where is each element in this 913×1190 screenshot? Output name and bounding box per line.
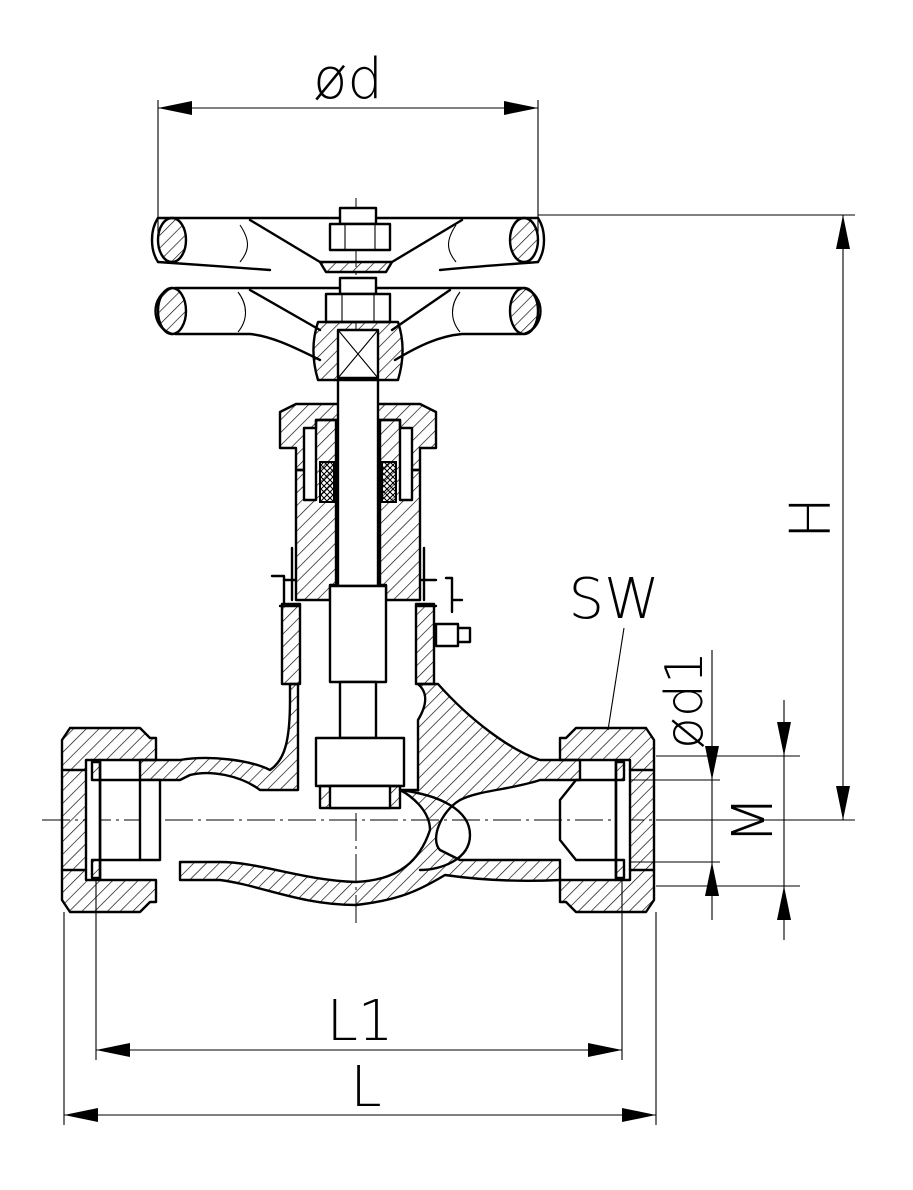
stem — [314, 378, 406, 810]
bonnet — [270, 402, 472, 686]
label-thread: M — [721, 796, 786, 844]
left-union-nut — [60, 726, 162, 914]
label-height: H — [779, 497, 844, 539]
handwheel-raised — [150, 206, 546, 274]
label-wrench-size: SW — [569, 567, 660, 632]
label-face-length: L1 — [327, 989, 394, 1054]
handwheel — [154, 276, 542, 382]
label-overall-length: L — [350, 1055, 381, 1120]
label-bore-diameter: ød1 — [655, 651, 715, 749]
label-handwheel-diameter: ød — [313, 47, 383, 112]
right-union-nut — [558, 726, 656, 914]
dimensions — [63, 100, 855, 1125]
valve-body — [138, 682, 582, 907]
